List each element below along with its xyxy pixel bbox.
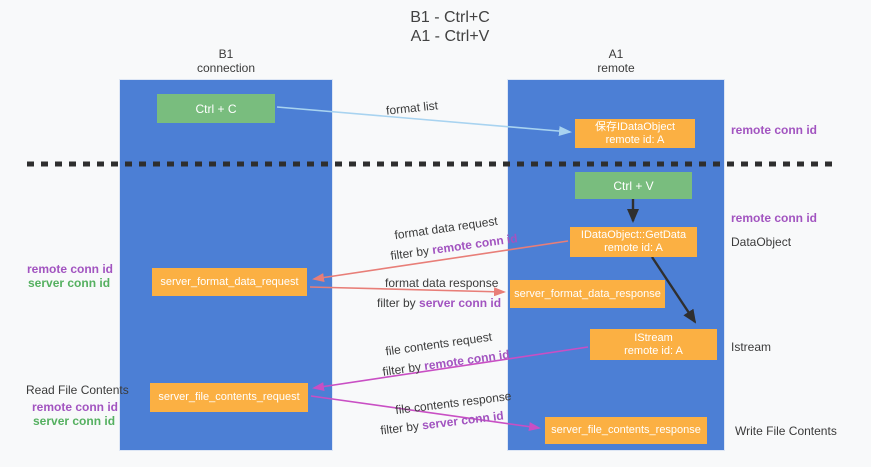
getdata-line2: remote id: A <box>604 242 663 254</box>
getdata-node: IDataObject::GetData remote id: A <box>570 227 697 257</box>
filter-by-prefix: filter by <box>389 243 434 263</box>
file-contents-request-label: file contents request <box>384 329 493 359</box>
server-conn-id-key: server conn id <box>419 296 502 310</box>
istream-node: IStream remote id: A <box>590 329 717 360</box>
save-dataobject-line2: remote id: A <box>605 133 665 146</box>
file-contents-response-label: file contents response <box>394 388 513 418</box>
format-data-request-filter-label: filter by remote conn id <box>390 231 519 263</box>
save-dataobject-node: 保存IDataObject remote id: A <box>575 119 695 148</box>
format-data-request-label: format data request <box>393 213 499 243</box>
right-column-role: remote <box>597 61 635 75</box>
title-line-2: A1 - Ctrl+V <box>410 28 490 45</box>
server-format-data-response-node: server_format_data_response <box>510 280 665 308</box>
server-file-contents-request-label: server_file_contents_request <box>158 391 300 403</box>
dataobject-label: DataObject <box>731 235 792 249</box>
right-mid-remote-conn-id-label: remote conn id <box>731 211 818 225</box>
right-column-name: A1 <box>608 47 624 61</box>
write-file-contents-label: Write File Contents <box>735 424 837 438</box>
left-mid-remote-conn-id-label: remote conn id <box>27 262 114 276</box>
format-data-response-filter-label: filter by server conn id <box>377 296 501 310</box>
server-file-contents-request-node: server_file_contents_request <box>150 383 308 412</box>
server-format-data-response-label: server_format_data_response <box>514 287 661 300</box>
left-mid-server-conn-id-label: server conn id <box>28 276 111 290</box>
read-file-contents-label: Read File Contents <box>26 383 129 397</box>
ctrl-c-label: Ctrl + C <box>195 101 237 116</box>
server-file-contents-response-node: server_file_contents_response <box>545 417 707 444</box>
istream-line1: IStream <box>634 331 673 344</box>
ctrl-v-label: Ctrl + V <box>613 178 654 193</box>
file-contents-request-filter-label: filter by remote conn id <box>382 347 511 379</box>
server-format-data-request-node: server_format_data_request <box>152 268 307 296</box>
right-top-remote-conn-id-label: remote conn id <box>731 123 818 137</box>
left-column-role: connection <box>196 61 256 75</box>
left-bottom-server-conn-id-label: server conn id <box>33 414 116 428</box>
left-column-name: B1 <box>218 47 234 61</box>
getdata-line1: IDataObject::GetData <box>580 229 687 241</box>
diagram-title: B1 - Ctrl+C A1 - Ctrl+V <box>330 8 570 46</box>
format-data-response-label: format data response <box>385 276 499 290</box>
filter-by-prefix: filter by <box>381 359 426 379</box>
format-list-label: format list <box>385 98 439 118</box>
server-format-data-request-label: server_format_data_request <box>160 275 299 288</box>
file-contents-response-filter-label: filter by server conn id <box>380 408 505 437</box>
left-column-header: B1 connection <box>146 47 306 75</box>
filter-by-prefix: filter by <box>379 418 424 438</box>
save-dataobject-line1: 保存IDataObject <box>594 120 676 133</box>
ctrl-v-node: Ctrl + V <box>575 172 692 199</box>
filter-by-prefix: filter by <box>377 296 420 310</box>
title-line-1: B1 - Ctrl+C <box>410 9 490 26</box>
server-file-contents-response-label: server_file_contents_response <box>551 424 701 436</box>
left-bottom-remote-conn-id-label: remote conn id <box>32 400 119 414</box>
istream-side-label: Istream <box>731 340 772 354</box>
right-column-header: A1 remote <box>536 47 696 75</box>
ctrl-c-node: Ctrl + C <box>157 94 275 123</box>
istream-line2: remote id: A <box>624 344 683 357</box>
